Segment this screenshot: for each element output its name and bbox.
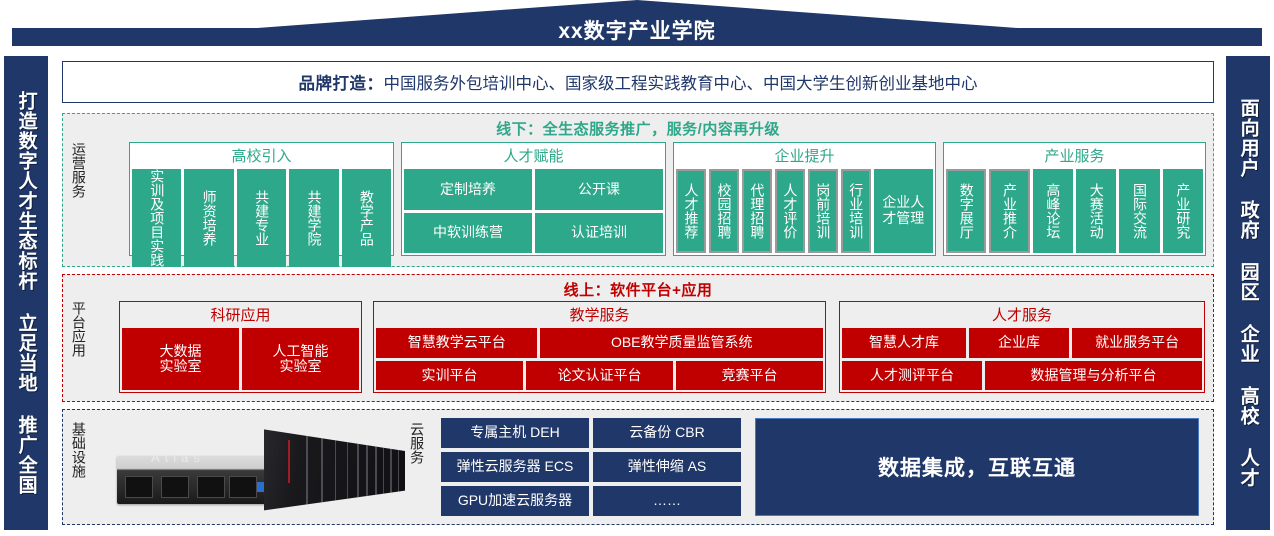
chip-大数据实验室[interactable]: 大数据 实验室	[122, 328, 239, 390]
chip-就业服务平台[interactable]: 就业服务平台	[1072, 328, 1202, 358]
brand-banner: 品牌打造：中国服务外包培训中心、国家级工程实践教育中心、中国大学生创新创业基地中…	[62, 61, 1214, 103]
chip-弹性云服务器 ECS[interactable]: 弹性云服务器 ECS	[441, 452, 589, 482]
group-body: 实训及项目实践师资培养共建专业共建学院教学产品	[130, 167, 393, 269]
group-title: 人才服务	[991, 307, 1052, 324]
group-高校引入: 高校引入实训及项目实践师资培养共建专业共建学院教学产品	[129, 142, 394, 267]
section-operations-label: 运营服务	[70, 142, 87, 198]
chip-专属主机 DEH[interactable]: 专属主机 DEH	[441, 418, 589, 448]
group-产业服务: 产业服务数字展厅产业推介高峰论坛大赛活动国际交流产业研究	[943, 142, 1206, 256]
chip-认证培训[interactable]: 认证培训	[535, 212, 663, 253]
section-platform-label: 平台应用	[70, 301, 87, 357]
group-title: 产业服务	[1044, 148, 1105, 165]
chip-智慧人才库[interactable]: 智慧人才库	[842, 328, 966, 358]
chip-国际交流[interactable]: 国际交流	[1119, 169, 1160, 253]
group-人才赋能: 人才赋能定制培养公开课中软训练营认证培训	[401, 142, 666, 256]
right-pillar-text: 面向用户 政府 园区 企业 高校 人才	[1237, 98, 1259, 488]
chip-竞赛平台[interactable]: 竞赛平台	[676, 360, 823, 390]
group-科研应用: 科研应用大数据 实验室人工智能 实验室	[119, 301, 362, 393]
chip-实训及项目实践[interactable]: 实训及项目实践	[132, 169, 182, 267]
chip-师资培养[interactable]: 师资培养	[184, 169, 234, 267]
section-operations-heading: 线下：全生态服务推广，服务/内容再升级	[496, 121, 780, 138]
group-title: 人才赋能	[503, 148, 564, 165]
chip-人工智能实验室[interactable]: 人工智能 实验室	[242, 328, 359, 390]
section-infrastructure-label: 基础设施	[70, 422, 87, 478]
chip-人才评价[interactable]: 人才评价	[774, 169, 805, 253]
chip-……[interactable]: ……	[593, 486, 741, 516]
chip-产业研究[interactable]: 产业研究	[1162, 169, 1203, 253]
chip-共建学院[interactable]: 共建学院	[289, 169, 339, 267]
chip-弹性伸缩 AS[interactable]: 弹性伸缩 AS	[593, 452, 741, 482]
chip-云备份 CBR[interactable]: 云备份 CBR	[593, 418, 741, 448]
chip-岗前培训[interactable]: 岗前培训	[807, 169, 838, 253]
chip-企业人才管理[interactable]: 企业人才管理	[873, 169, 933, 253]
section-platform: 线上：软件平台+应用 平台应用 科研应用大数据 实验室人工智能 实验室教学服务智…	[62, 274, 1214, 402]
group-body: 定制培养公开课中软训练营认证培训	[402, 167, 665, 255]
chip-代理招聘[interactable]: 代理招聘	[741, 169, 772, 253]
group-body: 智慧人才库企业库就业服务平台人才测评平台数据管理与分析平台	[840, 326, 1204, 392]
chip-高峰论坛[interactable]: 高峰论坛	[1032, 169, 1073, 253]
left-pillar: 打造数字人才生态标杆 立足当地 推广全国	[4, 56, 48, 530]
section-platform-heading: 线上：软件平台+应用	[563, 282, 713, 299]
section-infrastructure: 基础设施	[62, 409, 1214, 525]
right-pillar: 面向用户 政府 园区 企业 高校 人才	[1226, 56, 1270, 530]
brand-banner-body: 中国服务外包培训中心、国家级工程实践教育中心、中国大学生创新创业基地中心	[383, 75, 978, 93]
chip-定制培养[interactable]: 定制培养	[404, 169, 532, 210]
rack-server-icon	[117, 456, 269, 504]
group-title: 科研应用	[210, 307, 271, 324]
group-body: 大数据 实验室人工智能 实验室	[120, 326, 361, 392]
hardware-illustration: Atlas	[105, 420, 405, 514]
group-title: 企业提升	[774, 148, 835, 165]
atlas-cluster-icon	[264, 429, 405, 511]
cloud-service-label: 云服务	[409, 422, 426, 464]
left-pillar-text: 打造数字人才生态标杆 立足当地 推广全国	[15, 91, 37, 495]
chip-企业库[interactable]: 企业库	[968, 328, 1070, 358]
roof-band	[12, 28, 1262, 46]
chip-智慧教学云平台[interactable]: 智慧教学云平台	[376, 328, 538, 358]
atlas-label: Atlas	[151, 450, 205, 465]
chip-数据管理与分析平台[interactable]: 数据管理与分析平台	[985, 360, 1202, 390]
chip-大赛活动[interactable]: 大赛活动	[1075, 169, 1117, 253]
chip-行业培训[interactable]: 行业培训	[840, 169, 871, 253]
chip-人才测评平台[interactable]: 人才测评平台	[842, 360, 982, 390]
chip-实训平台[interactable]: 实训平台	[376, 360, 523, 390]
chip-校园招聘[interactable]: 校园招聘	[708, 169, 739, 253]
page-title: xx数字产业学院	[558, 20, 716, 43]
brand-banner-prefix: 品牌打造：	[298, 75, 384, 93]
chip-数字展厅[interactable]: 数字展厅	[946, 169, 987, 253]
data-integration-banner: 数据集成，互联互通	[755, 418, 1199, 516]
chip-GPU加速云服务器[interactable]: GPU加速云服务器	[441, 486, 589, 516]
group-人才服务: 人才服务智慧人才库企业库就业服务平台人才测评平台数据管理与分析平台	[839, 301, 1205, 393]
chip-共建专业[interactable]: 共建专业	[236, 169, 287, 267]
chip-OBE教学质量监管系统[interactable]: OBE教学质量监管系统	[540, 328, 823, 358]
chip-人才推荐[interactable]: 人才推荐	[676, 169, 706, 253]
group-body: 人才推荐校园招聘代理招聘人才评价岗前培训行业培训企业人才管理	[674, 167, 935, 255]
body-column: 品牌打造：中国服务外包培训中心、国家级工程实践教育中心、中国大学生创新创业基地中…	[56, 56, 1222, 530]
group-body: 数字展厅产业推介高峰论坛大赛活动国际交流产业研究	[944, 167, 1205, 255]
group-title: 教学服务	[569, 307, 630, 324]
chip-论文认证平台[interactable]: 论文认证平台	[526, 360, 673, 390]
chip-公开课[interactable]: 公开课	[535, 169, 663, 210]
brand-banner-text: 品牌打造：中国服务外包培训中心、国家级工程实践教育中心、中国大学生创新创业基地中…	[299, 70, 978, 94]
chip-中软训练营[interactable]: 中软训练营	[404, 212, 532, 253]
section-operations: 线下：全生态服务推广，服务/内容再升级 运营服务 高校引入实训及项目实践师资培养…	[62, 113, 1214, 267]
chip-教学产品[interactable]: 教学产品	[341, 169, 392, 267]
chip-产业推介[interactable]: 产业推介	[989, 169, 1030, 253]
group-title: 高校引入	[231, 148, 292, 165]
group-企业提升: 企业提升人才推荐校园招聘代理招聘人才评价岗前培训行业培训企业人才管理	[673, 142, 936, 256]
